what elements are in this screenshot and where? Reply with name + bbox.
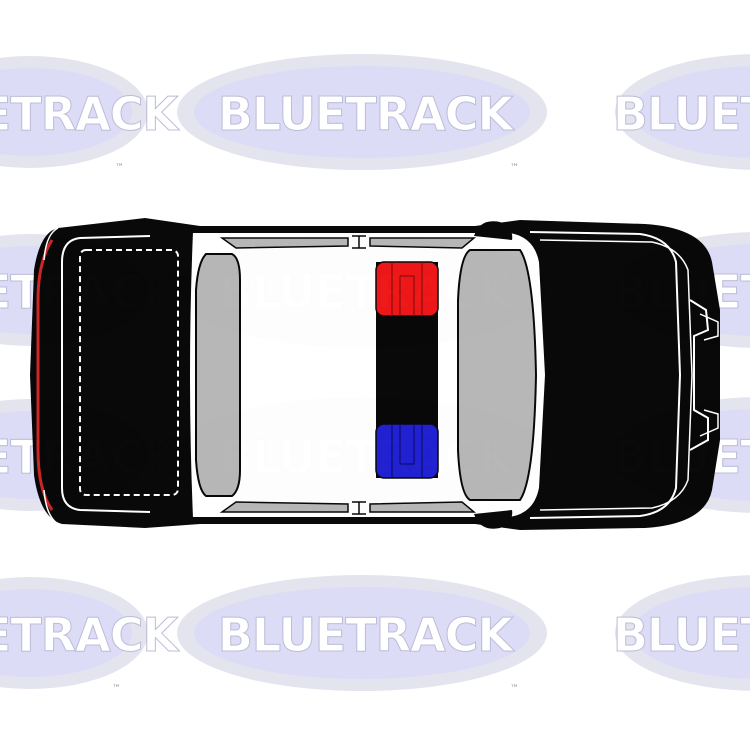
side-window-bottom-front (369, 501, 477, 513)
door-pillar-top (352, 235, 366, 249)
front-bumper (699, 313, 719, 437)
watermark-row-top: BLUETRACK ™ BLUETRACK ™ BLUETRACK (0, 54, 750, 173)
watermark-tile: BLUETRACK ™ (0, 56, 182, 173)
lightbar-red-light (375, 261, 439, 317)
watermark-text: BLUETRACK (613, 87, 750, 141)
watermark-text: BLUETRACK (0, 608, 181, 662)
watermark-row-bottom: BLUETRACK ™ BLUETRACK ™ BLUETRACK (0, 575, 750, 694)
watermark-text: BLUETRACK (218, 87, 516, 141)
watermark-tile: BLUETRACK ™ (177, 575, 547, 694)
trademark-mark: ™ (510, 684, 519, 694)
side-mirror-top (474, 221, 513, 240)
front-bumper (689, 299, 710, 451)
rear-contour-line (61, 235, 151, 513)
watermark-tile: BLUETRACK (612, 575, 750, 691)
side-window-top-front (369, 237, 477, 249)
rear-bumper-line (43, 227, 59, 261)
door-pillar-bottom (352, 501, 366, 515)
watermark-text: BLUETRACK (218, 608, 516, 662)
watermark-text: BLUETRACK (0, 87, 181, 141)
windshield (457, 249, 538, 501)
side-mirror-bottom (474, 510, 513, 529)
side-window-top-rear (219, 237, 349, 249)
car-roof (188, 231, 548, 519)
hood-crease (535, 261, 543, 489)
watermark-text: BLUETRACK (613, 608, 750, 662)
police-car (30, 218, 720, 530)
lightbar-blue-light (375, 423, 439, 479)
watermark-tile: BLUETRACK ™ (0, 577, 182, 694)
watermark-tile: BLUETRACK (612, 54, 750, 170)
rear-window (195, 253, 241, 497)
watermark-tile: BLUETRACK ™ (177, 54, 547, 173)
rear-bumper-line (43, 489, 59, 525)
trademark-mark: ™ (112, 684, 121, 694)
trademark-mark: ™ (510, 163, 519, 173)
trunk-lid (79, 249, 179, 496)
hood-contour-line (539, 239, 693, 511)
hood-contour-line (529, 231, 682, 519)
trademark-mark: ™ (115, 163, 124, 173)
side-window-bottom-rear (219, 501, 349, 513)
